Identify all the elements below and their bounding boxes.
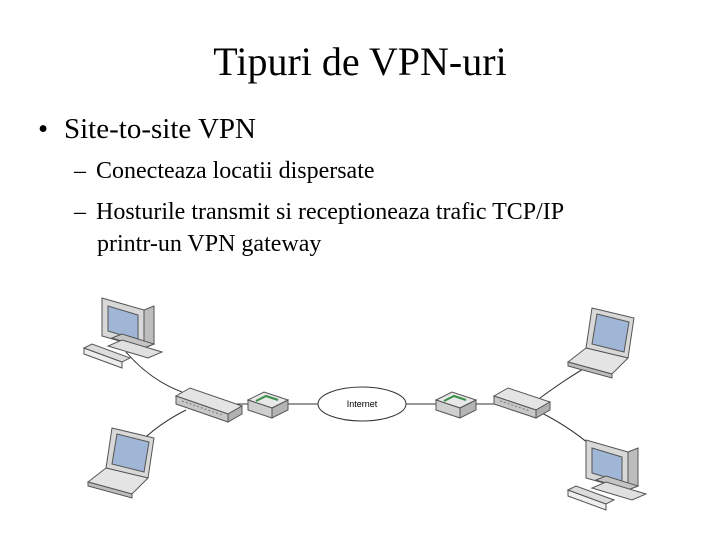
sub-item-2: –Hosturile transmit si receptioneaza tra… [74, 198, 564, 227]
sub-marker: – [74, 199, 86, 225]
vpn-gateway-router-icon [246, 391, 290, 419]
sub-item-text: Conecteaza locatii dispersate [96, 158, 375, 184]
desktop-computer-icon [566, 439, 648, 511]
bullet-marker: • [38, 113, 49, 145]
internet-cloud-icon: Internet [317, 386, 407, 422]
bullet-text: Site-to-site VPN [64, 113, 256, 145]
sub-item-2-continuation: printr-un VPN gateway [97, 231, 322, 257]
desktop-computer-icon [82, 297, 164, 369]
sub-item-text: Hosturile transmit si receptioneaza traf… [96, 199, 565, 225]
slide-title: Tipuri de VPN-uri [213, 39, 507, 84]
sub-marker: – [74, 158, 86, 184]
switch-icon [492, 387, 552, 419]
bullet-item: • Site-to-site VPN [38, 112, 256, 146]
vpn-gateway-router-icon [434, 391, 478, 419]
laptop-icon [86, 427, 155, 499]
vpn-network-diagram: Internet [82, 297, 648, 511]
cloud-label: Internet [347, 399, 378, 409]
laptop-icon [566, 307, 635, 379]
sub-item-1: –Conecteaza locatii dispersate [74, 157, 375, 186]
link-left-desktop-switch [125, 351, 183, 393]
switch-icon [174, 387, 244, 423]
